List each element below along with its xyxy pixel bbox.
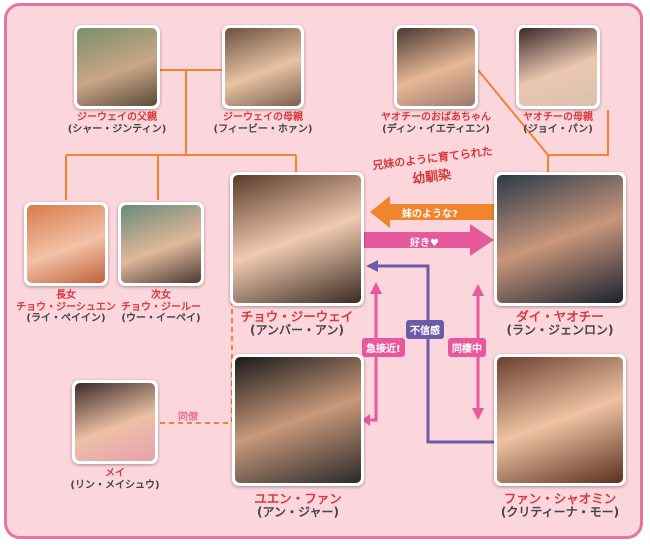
mother-caption: ジーウェイの母親 (フィービー・ホァン) (207, 112, 319, 135)
grandma-role: ヤオチーのおばあちゃん (381, 112, 491, 123)
love-label: 好き♥ (410, 238, 439, 249)
mother-photo (225, 28, 301, 106)
second-photo-card (118, 202, 204, 286)
love-arrow (364, 224, 494, 256)
grandma-line (477, 69, 549, 156)
mei-photo-card (72, 380, 158, 464)
approach-arrowhead-left (362, 414, 370, 426)
mother-role: ジーウェイの母親 (223, 112, 303, 123)
yao-mother-caption: ヤオチーの母親 (ジョイ・パン) (505, 112, 611, 135)
fang-photo-card (494, 354, 626, 486)
yao-mother-actor: (ジョイ・パン) (523, 123, 593, 135)
father-caption: ジーウェイの父親 (シャー・ジンティン) (67, 112, 167, 135)
grandma-photo-card (394, 25, 478, 109)
second-actor: (ウー・イーペイ) (121, 313, 201, 324)
yao-mother-photo (519, 28, 597, 106)
approach-arrowhead-up (370, 282, 382, 294)
fang-actor: (クリティーナ・モー) (500, 505, 620, 520)
father-photo-card (74, 25, 160, 109)
yuan-photo-card (232, 354, 364, 486)
yaochi-caption: ダイ・ヤオチー (ラン・ジェンロン) (490, 309, 630, 338)
second-role: 次女 (151, 290, 171, 301)
eldest-photo-card (24, 202, 108, 286)
family-lines (65, 69, 609, 424)
zhiwei-caption: チョウ・ジーウェイ (アンバー・アン) (226, 309, 368, 338)
fang-name: ファン・シャオミン (503, 491, 617, 506)
mother-photo-card (222, 25, 304, 109)
grandma-caption: ヤオチーのおばあちゃん (ディン・イエティエン) (374, 112, 498, 135)
approach-label: 急接近! (362, 338, 405, 357)
grandma-photo (397, 28, 475, 106)
yao-mother-role: ヤオチーの母親 (523, 112, 593, 123)
yao-mother-line (548, 110, 609, 156)
zhiwei-actor: (アンバー・アン) (249, 323, 344, 338)
like-sister-label: 妹のような? (402, 209, 458, 220)
yuan-actor: (アン・ジャー) (257, 505, 339, 520)
eldest-name: チョウ・ジーシュエン (16, 301, 116, 313)
fang-caption: ファン・シャオミン (クリティーナ・モー) (480, 491, 640, 520)
mei-photo (75, 383, 155, 461)
father-actor: (シャー・ジンティン) (67, 123, 167, 135)
distrust-lines (376, 264, 494, 444)
eldest-actor: (ライ・ペイイン) (26, 313, 106, 324)
grandma-actor: (ディン・イエティエン) (382, 123, 490, 135)
distrust-label: 不信感 (406, 320, 444, 339)
yuan-name: ユエン・ファン (254, 491, 342, 506)
second-photo (121, 205, 201, 283)
yuan-caption: ユエン・ファン (アン・ジャー) (238, 491, 358, 520)
like-sister-arrow (370, 196, 494, 228)
coworker-label: 同僚 (178, 412, 198, 423)
zhiwei-name: チョウ・ジーウェイ (240, 309, 354, 324)
distrust-line (376, 264, 494, 444)
living-arrowhead-down (472, 408, 484, 420)
eldest-role: 長女 (56, 290, 76, 301)
eldest-photo (27, 205, 105, 283)
yaochi-photo (497, 175, 623, 303)
yao-mother-photo-card (516, 25, 600, 109)
yaochi-actor: (ラン・ジェンロン) (506, 323, 614, 338)
distrust-arrowhead (366, 260, 378, 272)
fang-photo (497, 357, 623, 483)
mother-actor: (フィービー・ホァン) (213, 123, 313, 135)
eldest-caption: 長女 チョウ・ジーシュエン (ライ・ペイイン) (12, 290, 120, 325)
living-arrowhead-up (472, 284, 484, 296)
yuan-photo (235, 357, 361, 483)
zhiwei-photo (233, 175, 361, 303)
mei-caption: メイ (リン・メイシュウ) (63, 468, 167, 491)
mei-name: メイ (105, 468, 125, 479)
father-role: ジーウェイの父親 (77, 112, 157, 123)
living-together-label: 同棲中 (448, 338, 486, 357)
zhiwei-photo-card (230, 172, 364, 306)
mei-actor: (リン・メイシュウ) (70, 479, 160, 491)
yaochi-name: ダイ・ヤオチー (516, 309, 604, 324)
yaochi-photo-card (494, 172, 626, 306)
father-photo (77, 28, 157, 106)
second-caption: 次女 チョウ・ジールー (ウー・イーペイ) (109, 290, 213, 325)
second-name: チョウ・ジールー (121, 301, 201, 313)
